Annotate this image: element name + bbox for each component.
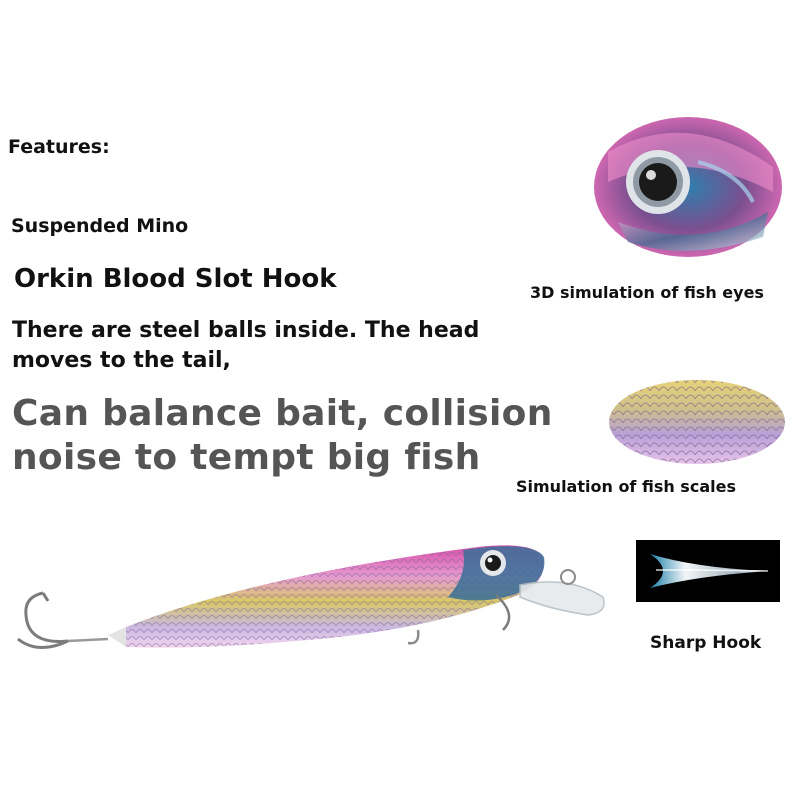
blood-slot-hook-text: Orkin Blood Slot Hook xyxy=(14,264,337,294)
hook-point-icon xyxy=(636,540,780,602)
fishing-lure-icon xyxy=(17,545,605,649)
suspended-mino-text: Suspended Mino xyxy=(11,215,189,237)
fish-eyes-caption: 3D simulation of fish eyes xyxy=(530,283,764,302)
fish-scales-caption: Simulation of fish scales xyxy=(516,477,736,496)
sharp-hook-caption: Sharp Hook xyxy=(650,633,762,653)
steel-balls-text: There are steel balls inside. The head m… xyxy=(12,318,480,373)
balance-bait-text: Can balance bait, collision noise to tem… xyxy=(12,393,553,478)
fish-scales-icon xyxy=(609,380,785,464)
fish-eye-icon xyxy=(594,117,782,257)
features-heading: Features: xyxy=(8,136,110,158)
